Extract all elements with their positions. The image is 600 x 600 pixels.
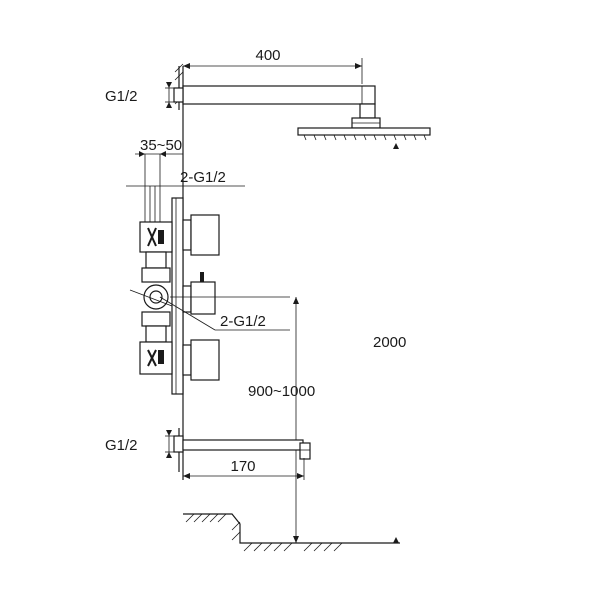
valve-inlets-side-dimension: 2-G1/2 — [159, 296, 290, 331]
spout-height-dimension: 900~1000 — [248, 297, 315, 543]
top-inlet-dimension: G1/2 — [105, 82, 175, 108]
spout-length-dimension: 170 — [183, 458, 305, 480]
valve-inlets-side-label: 2-G1/2 — [220, 313, 266, 330]
concealed-valve — [129, 197, 184, 395]
spout-inlet-dimension: G1/2 — [105, 430, 175, 458]
floor — [183, 513, 400, 552]
bath-spout — [173, 435, 311, 460]
total-height-dimension: 2000 — [373, 334, 406, 351]
valve-inlets-top-label: 2-G1/2 — [180, 169, 226, 186]
arm-length-label: 400 — [255, 47, 280, 64]
spout-length-label: 170 — [230, 458, 255, 475]
valve-depth-dimension: 35~50 — [135, 137, 183, 222]
shower-head — [297, 127, 431, 149]
valve-depth-label: 35~50 — [140, 137, 182, 154]
shower-arm — [173, 85, 381, 129]
spout-height-label: 900~1000 — [248, 383, 315, 400]
valve-handles — [182, 214, 220, 381]
total-height-label: 2000 — [373, 334, 406, 351]
valve-inlets-top-dimension: 2-G1/2 — [126, 169, 245, 222]
arm-length-dimension: 400 — [183, 47, 363, 84]
spout-inlet-label: G1/2 — [105, 437, 138, 454]
top-inlet-label: G1/2 — [105, 88, 138, 105]
